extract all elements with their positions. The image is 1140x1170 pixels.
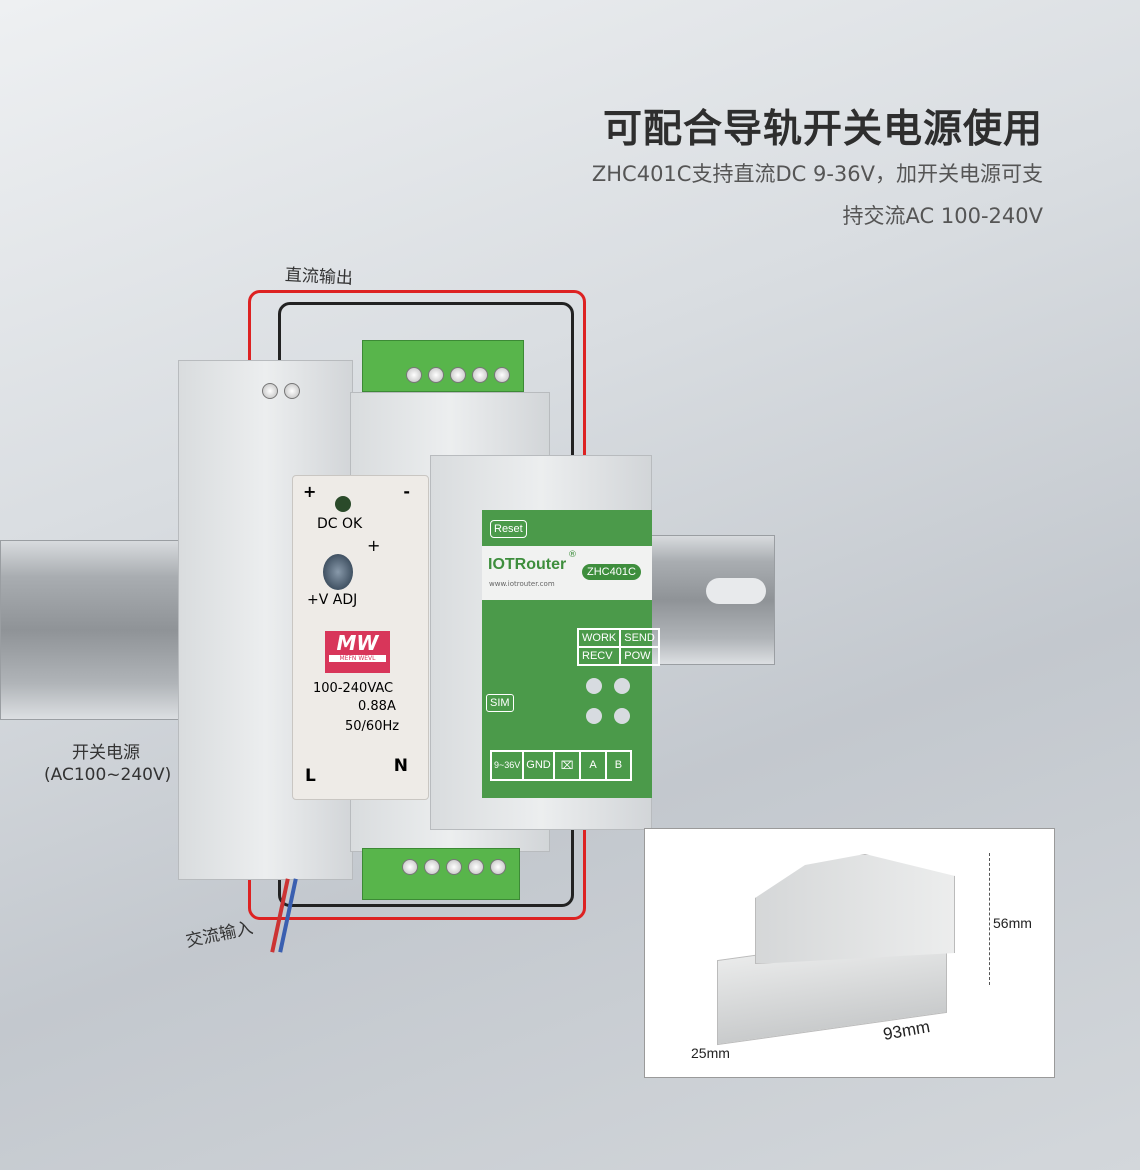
dim-height: 56mm xyxy=(993,915,1032,931)
model-badge: ZHC401C xyxy=(582,564,641,580)
bottom-terminal-block xyxy=(362,848,520,900)
reset-button[interactable]: Reset xyxy=(490,520,527,538)
send-led xyxy=(614,678,630,694)
dimension-inset: 56mm 93mm 25mm xyxy=(644,828,1055,1078)
din-rail-right xyxy=(650,535,775,665)
subtitle-line-1: ZHC401C支持直流DC 9-36V，加开关电源可支 xyxy=(591,162,1043,186)
label-dc-output: 直流输出 xyxy=(284,265,354,289)
sim-slot: SIM xyxy=(486,694,514,712)
terminal-labels: 9~36V GND ⌧ A B xyxy=(490,750,633,781)
label-ac-input: 交流输入 xyxy=(184,918,255,952)
dc-ok-led xyxy=(335,496,351,512)
din-rail-left xyxy=(0,540,190,720)
page-title: 可配合导轨开关电源使用 xyxy=(602,107,1043,152)
subtitle-line-2: 持交流AC 100-240V xyxy=(842,204,1043,228)
label-psu: 开关电源 xyxy=(72,743,140,763)
label-psu-range: (AC100~240V) xyxy=(44,765,172,785)
voltage-adjust-knob[interactable] xyxy=(323,554,353,590)
dim-length: 93mm xyxy=(881,1017,932,1044)
dim-width: 25mm xyxy=(691,1045,730,1061)
device-front-panel: Reset IOTRouter ® www.iotrouter.com ZHC4… xyxy=(482,510,660,798)
iotrouter-logo: IOTRouter xyxy=(488,556,567,573)
recv-led xyxy=(586,708,602,724)
meanwell-logo: MW MEFN WEVL xyxy=(325,631,390,673)
pow-led xyxy=(614,708,630,724)
work-led xyxy=(586,678,602,694)
psu-front-label: + - DC OK + +V ADJ MW MEFN WEVL 100-240V… xyxy=(292,475,429,800)
top-terminal-block xyxy=(362,340,524,392)
